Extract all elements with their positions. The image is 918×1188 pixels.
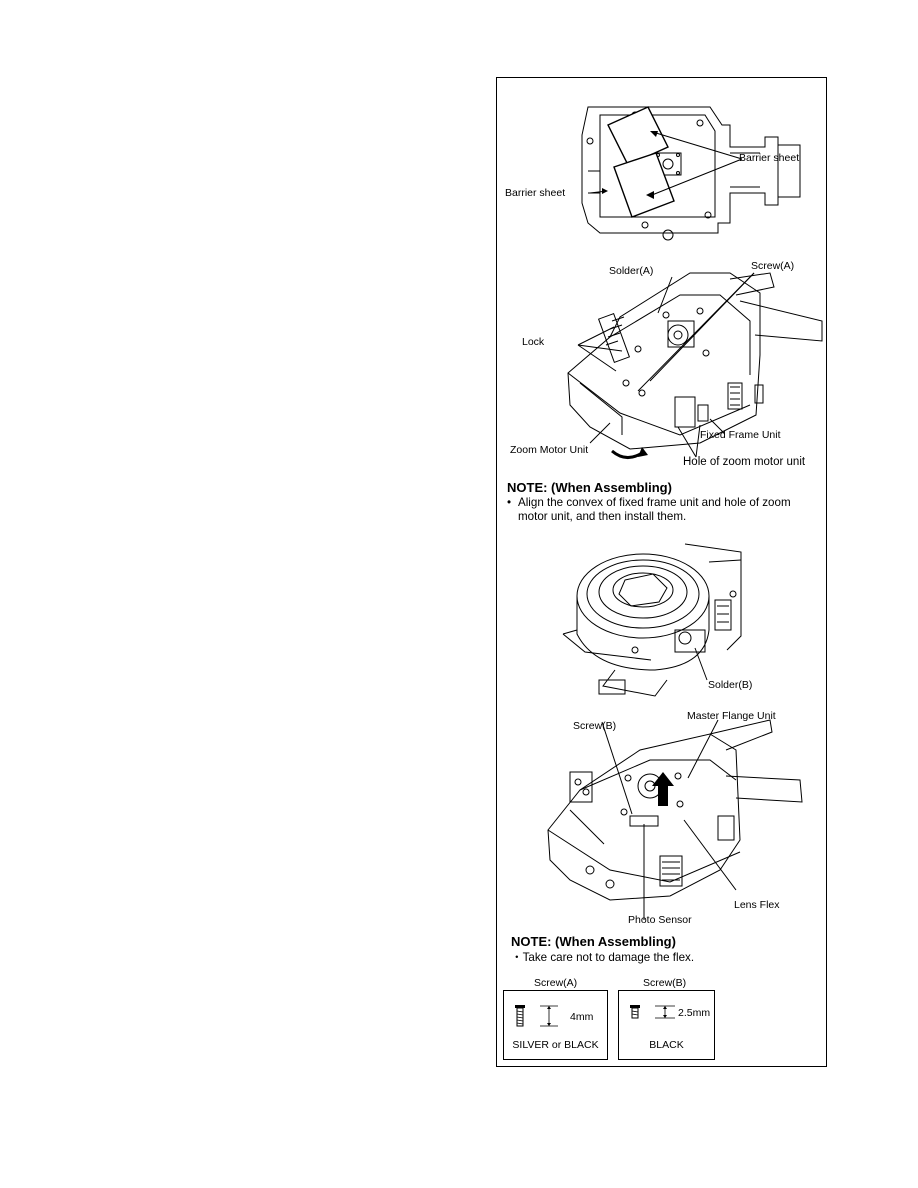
screw-b-heading: Screw(B) xyxy=(643,977,687,989)
barrier-sheet-diagram xyxy=(581,106,801,241)
screw-a-icon xyxy=(515,1005,558,1027)
barrier-sheet-label-right: Barrier sheet xyxy=(739,152,800,164)
screw-a-length: 4mm xyxy=(570,1011,594,1023)
master-flange-diagram xyxy=(547,719,803,920)
zoom-motor-unit-label: Zoom Motor Unit xyxy=(510,444,589,456)
note-body-2: Take care not to damage the flex. xyxy=(522,951,695,964)
fixed-frame-unit-label: Fixed Frame Unit xyxy=(700,429,781,441)
screw-a-label: Screw(A) xyxy=(751,260,795,272)
screw-b-color: BLACK xyxy=(649,1039,684,1051)
lock-label: Lock xyxy=(522,336,545,348)
note-heading-1: NOTE: (When Assembling) xyxy=(507,480,672,495)
lens-flex-label: Lens Flex xyxy=(734,899,780,911)
screw-b-label: Screw(B) xyxy=(573,720,617,732)
photo-sensor-label: Photo Sensor xyxy=(628,914,692,926)
hole-of-zoom-motor-label: Hole of zoom motor unit xyxy=(683,456,806,468)
barrier-sheet-label-left: Barrier sheet xyxy=(505,187,566,199)
note-text-1: • Align the convex of fixed frame unit a… xyxy=(507,496,817,524)
screw-b-box: 2.5mm BLACK xyxy=(618,990,715,1060)
bullet: • xyxy=(507,496,512,509)
solder-a-label: Solder(A) xyxy=(609,265,654,277)
screw-b-length: 2.5mm xyxy=(678,1007,711,1019)
note-text-2: ・Take care not to damage the flex. xyxy=(511,951,811,965)
lens-unit-diagram xyxy=(562,543,742,697)
screw-a-color: SILVER or BLACK xyxy=(512,1039,599,1051)
master-flange-unit-label: Master Flange Unit xyxy=(687,710,776,722)
screw-a-box: 4mm SILVER or BLACK xyxy=(503,990,608,1060)
bullet: ・ xyxy=(511,951,523,964)
zoom-motor-diagram xyxy=(567,272,823,459)
instruction-panel xyxy=(496,77,827,1067)
screw-b-icon xyxy=(630,1005,675,1019)
solder-b-label: Solder(B) xyxy=(708,679,753,691)
note-heading-2: NOTE: (When Assembling) xyxy=(511,934,676,949)
note-body-1: Align the convex of fixed frame unit and… xyxy=(518,496,791,523)
screw-a-heading: Screw(A) xyxy=(534,977,578,989)
